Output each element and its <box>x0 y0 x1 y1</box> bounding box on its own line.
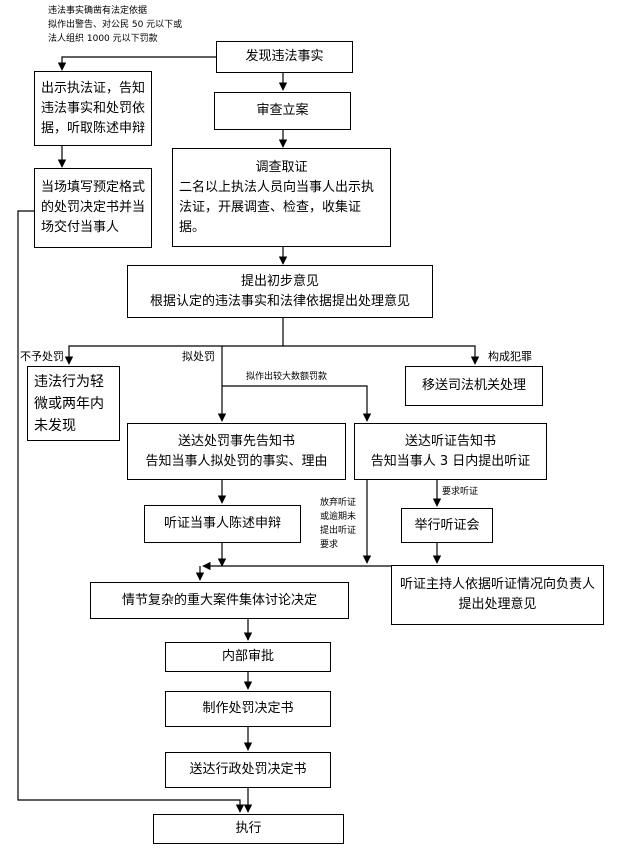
arrow-to-hearing-notice <box>222 385 372 422</box>
no-penalty-label: 不予处罚 <box>20 350 64 363</box>
transfer-judicial-text: 移送司法机关处理 <box>421 378 526 393</box>
hearing-opinion-text: 听证主持人依据听证情况向负责人提出处理意见 <box>399 577 595 612</box>
simple-decision-box: 当场填写预定格式的处罚决定书并当场交付当事人 <box>34 168 152 248</box>
no-penalty-reason-box: 违法行为轻微或两年内未发现 <box>27 366 120 441</box>
simple-notify-box: 出示执法证，告知违法事实和处罚依据，听取陈述申辩 <box>34 71 152 146</box>
crime-label: 构成犯罪 <box>488 350 532 363</box>
preliminary-opinion-box: 提出初步意见 根据认定的违法事实和法律依据提出处理意见 <box>127 265 433 318</box>
waive-hearing-label: 放弃听证 或逾期未 提出听证 要求 <box>320 498 357 550</box>
pre-notice-body: 告知当事人拟处罚的事实、理由 <box>145 453 328 469</box>
statement-defense-text: 听证当事人陈述申辩 <box>163 516 281 531</box>
pre-notice-title: 送达处罚事先告知书 <box>177 433 295 449</box>
pre-notice-box: 送达处罚事先告知书 告知当事人拟处罚的事实、理由 <box>127 423 346 480</box>
arrow-discover-to-simple <box>57 56 216 71</box>
hearing-opinion-box: 听证主持人依据听证情况向负责人提出处理意见 <box>391 565 604 625</box>
register-case-box: 审查立案 <box>214 92 351 130</box>
preliminary-opinion-title: 提出初步意见 <box>240 273 319 289</box>
execute-box: 执行 <box>153 814 344 844</box>
simple-decision-text: 当场填写预定格式的处罚决定书并当场交付当事人 <box>41 180 146 235</box>
register-case-text: 审查立案 <box>256 103 309 118</box>
collective-decision-text: 情节复杂的重大案件集体讨论决定 <box>121 592 317 608</box>
no-penalty-reason-text: 违法行为轻微或两年内未发现 <box>34 373 104 434</box>
hearing-notice-title: 送达听证告知书 <box>404 433 496 449</box>
make-decision-box: 制作处罚决定书 <box>165 691 331 727</box>
simple-procedure-condition: 违法事实确凿有法定依据 拟作出警告、对公民 50 元以下或 法人组织 1000 … <box>48 6 183 44</box>
hearing-notice-body: 告知当事人 3 日内提出听证 <box>370 453 531 469</box>
large-fine-label: 拟作出较大数额罚款 <box>246 372 328 382</box>
hold-hearing-box: 举行听证会 <box>401 508 493 543</box>
preliminary-opinion-body: 根据认定的违法事实和法律依据提出处理意见 <box>149 293 410 309</box>
simple-notify-text: 出示执法证，告知违法事实和处罚依据，听取陈述申辩 <box>41 80 146 136</box>
deliver-decision-box: 送达行政处罚决定书 <box>165 752 331 788</box>
arrow-to-no-penalty <box>64 345 283 365</box>
discover-violation-text: 发现违法事实 <box>245 49 324 64</box>
statement-defense-box: 听证当事人陈述申辩 <box>144 505 301 543</box>
arrow-to-crime <box>283 345 480 365</box>
discover-violation-box: 发现违法事实 <box>216 41 353 73</box>
transfer-judicial-box: 移送司法机关处理 <box>405 366 543 406</box>
investigate-body: 二名以上执法人员向当事人出示执法证，开展调查、检查，收集证据。 <box>179 179 375 235</box>
internal-review-text: 内部审批 <box>221 649 274 664</box>
request-hearing-label: 要求听证 <box>442 487 479 497</box>
make-decision-text: 制作处罚决定书 <box>202 701 294 716</box>
hold-hearing-text: 举行听证会 <box>414 517 480 533</box>
hearing-notice-box: 送达听证告知书 告知当事人 3 日内提出听证 <box>354 423 547 480</box>
investigate-title: 调查取证 <box>255 159 308 175</box>
execute-text: 执行 <box>235 821 262 836</box>
deliver-decision-text: 送达行政处罚决定书 <box>189 762 307 777</box>
collective-decision-box: 情节复杂的重大案件集体讨论决定 <box>90 582 349 619</box>
arrow-simple-to-execute <box>17 210 245 813</box>
propose-penalty-label: 拟处罚 <box>182 350 215 363</box>
investigate-box: 调查取证 二名以上执法人员向当事人出示执法证，开展调查、检查，收集证据。 <box>172 148 391 247</box>
internal-review-box: 内部审批 <box>165 642 331 672</box>
